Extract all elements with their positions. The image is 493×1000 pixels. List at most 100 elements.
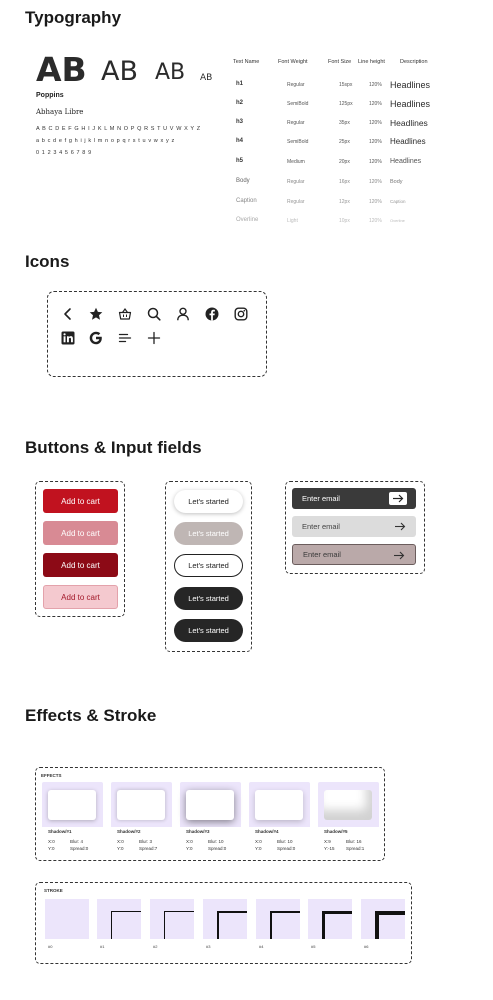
shadow-spread: Spread:0 [70, 846, 89, 851]
shadow-y: Y:0 [186, 846, 193, 851]
lets-started-button-white[interactable]: Let's started [174, 490, 243, 513]
shadow-x: X:0 [117, 839, 124, 844]
shadow-name: Shadow/#5 [324, 829, 348, 834]
row-desc: Overline [390, 218, 405, 223]
ab-sample-lg: AB [101, 56, 138, 87]
row-weight: Regular [287, 82, 305, 88]
row-size: 10px [339, 218, 350, 224]
row-name: h5 [236, 158, 244, 164]
linkedin-icon[interactable] [61, 331, 75, 345]
email-field-muted[interactable]: Enter email [292, 544, 416, 565]
stroke-card [308, 899, 352, 957]
shadow-y: Y:0 [48, 846, 55, 851]
row-weight: Regular [287, 120, 305, 126]
stroke-card [45, 899, 89, 957]
row-name: h2 [236, 100, 244, 106]
row-desc: Headlines [390, 80, 431, 90]
row-line: 120% [369, 218, 382, 224]
shadow-name: Shadow/#3 [186, 829, 210, 834]
email-placeholder: Enter email [303, 550, 341, 559]
add-to-cart-button-light[interactable]: Add to cart [43, 585, 118, 609]
lets-started-button-outline[interactable]: Let's started [174, 554, 243, 577]
stroke-name: #6 [364, 944, 369, 949]
ab-sample-sm: AB [200, 73, 213, 83]
row-desc: Headlines [390, 118, 428, 128]
plus-icon[interactable] [147, 331, 161, 345]
cart-buttons-panel [35, 481, 125, 617]
shadow-spread: Spread:0 [208, 846, 227, 851]
col-line-height: Line height [358, 59, 385, 65]
email-placeholder: Enter email [302, 494, 340, 503]
shadow-name: Shadow/#1 [48, 829, 72, 834]
facebook-icon[interactable] [205, 307, 219, 321]
row-line: 120% [369, 82, 382, 88]
row-size: 15spx [339, 82, 353, 88]
menu-icon[interactable] [118, 331, 132, 345]
add-to-cart-button-hover[interactable]: Add to cart [43, 521, 118, 545]
lets-started-button-dark[interactable]: Let's started [174, 587, 243, 610]
shadow-card [180, 782, 241, 856]
add-to-cart-button-primary[interactable]: Add to cart [43, 489, 118, 513]
shadow-x: X:0 [255, 839, 262, 844]
star-icon[interactable] [89, 307, 103, 321]
icons-title: Icons [25, 252, 70, 271]
row-name: h1 [236, 81, 244, 87]
row-name: Overline [236, 217, 259, 223]
row-desc: Body [390, 179, 403, 185]
row-size: 12px [339, 199, 350, 205]
instagram-icon[interactable] [234, 307, 248, 321]
row-desc: Caption [390, 199, 406, 204]
arrow-right-icon[interactable] [394, 521, 406, 532]
shadow-blur: Blur: 16 [346, 839, 362, 844]
user-icon[interactable] [176, 307, 190, 321]
shadow-spread: Spread:0 [277, 846, 296, 851]
shadow-blur: Blur: 10 [277, 839, 293, 844]
row-name: Body [236, 178, 250, 184]
add-to-cart-button-pressed[interactable]: Add to cart [43, 553, 118, 577]
arrow-right-icon[interactable] [393, 550, 405, 561]
lets-started-button-dark-2[interactable]: Let's started [174, 619, 243, 642]
col-font-size: Font Size [328, 59, 352, 65]
typography-title: Typography [25, 8, 122, 27]
stroke-name: #3 [206, 944, 211, 949]
email-field-dark[interactable]: Enter email [292, 488, 416, 509]
effects-panel [35, 767, 385, 861]
effects-label: EFFECTS [41, 773, 62, 778]
lets-started-button-muted[interactable]: Let's started [174, 522, 243, 545]
input-fields-panel [285, 481, 425, 574]
ab-sample-xl: AB [36, 50, 87, 89]
email-field-light[interactable]: Enter email [292, 516, 416, 537]
stroke-card [203, 899, 247, 957]
shadow-card [318, 782, 379, 856]
row-weight: SemiBold [287, 101, 309, 107]
row-weight: Medium [287, 159, 305, 165]
row-size: 25px [339, 139, 350, 145]
shadow-blur: Blur: 4 [70, 839, 84, 844]
row-size: 20px [339, 159, 350, 165]
stroke-label: STROKE [44, 888, 63, 893]
row-name: Caption [236, 198, 257, 204]
shadow-x: X:9 [324, 839, 331, 844]
row-line: 120% [369, 139, 382, 145]
row-weight: Light [287, 218, 298, 224]
email-placeholder: Enter email [302, 522, 340, 531]
row-size: 35px [339, 120, 350, 126]
row-line: 120% [369, 199, 382, 205]
row-line: 120% [369, 101, 382, 107]
row-desc: Headlines [390, 99, 431, 109]
chevron-left-icon[interactable] [61, 307, 75, 321]
google-icon[interactable] [89, 331, 103, 345]
shadow-blur: Blur: 10 [208, 839, 224, 844]
search-icon[interactable] [147, 307, 161, 321]
font-name-abhaya: Abhaya Libre [36, 108, 84, 116]
row-desc: Headlines [390, 137, 426, 146]
shadow-spread: Spread:1 [346, 846, 365, 851]
stroke-name: #2 [153, 944, 158, 949]
row-name: h3 [236, 119, 244, 125]
row-weight: SemiBold [287, 139, 309, 145]
shadow-spread: Spread:7 [139, 846, 158, 851]
basket-icon[interactable] [118, 307, 132, 321]
stroke-card [256, 899, 300, 957]
submit-arrow-button[interactable] [389, 492, 407, 505]
row-name: h4 [236, 138, 244, 144]
